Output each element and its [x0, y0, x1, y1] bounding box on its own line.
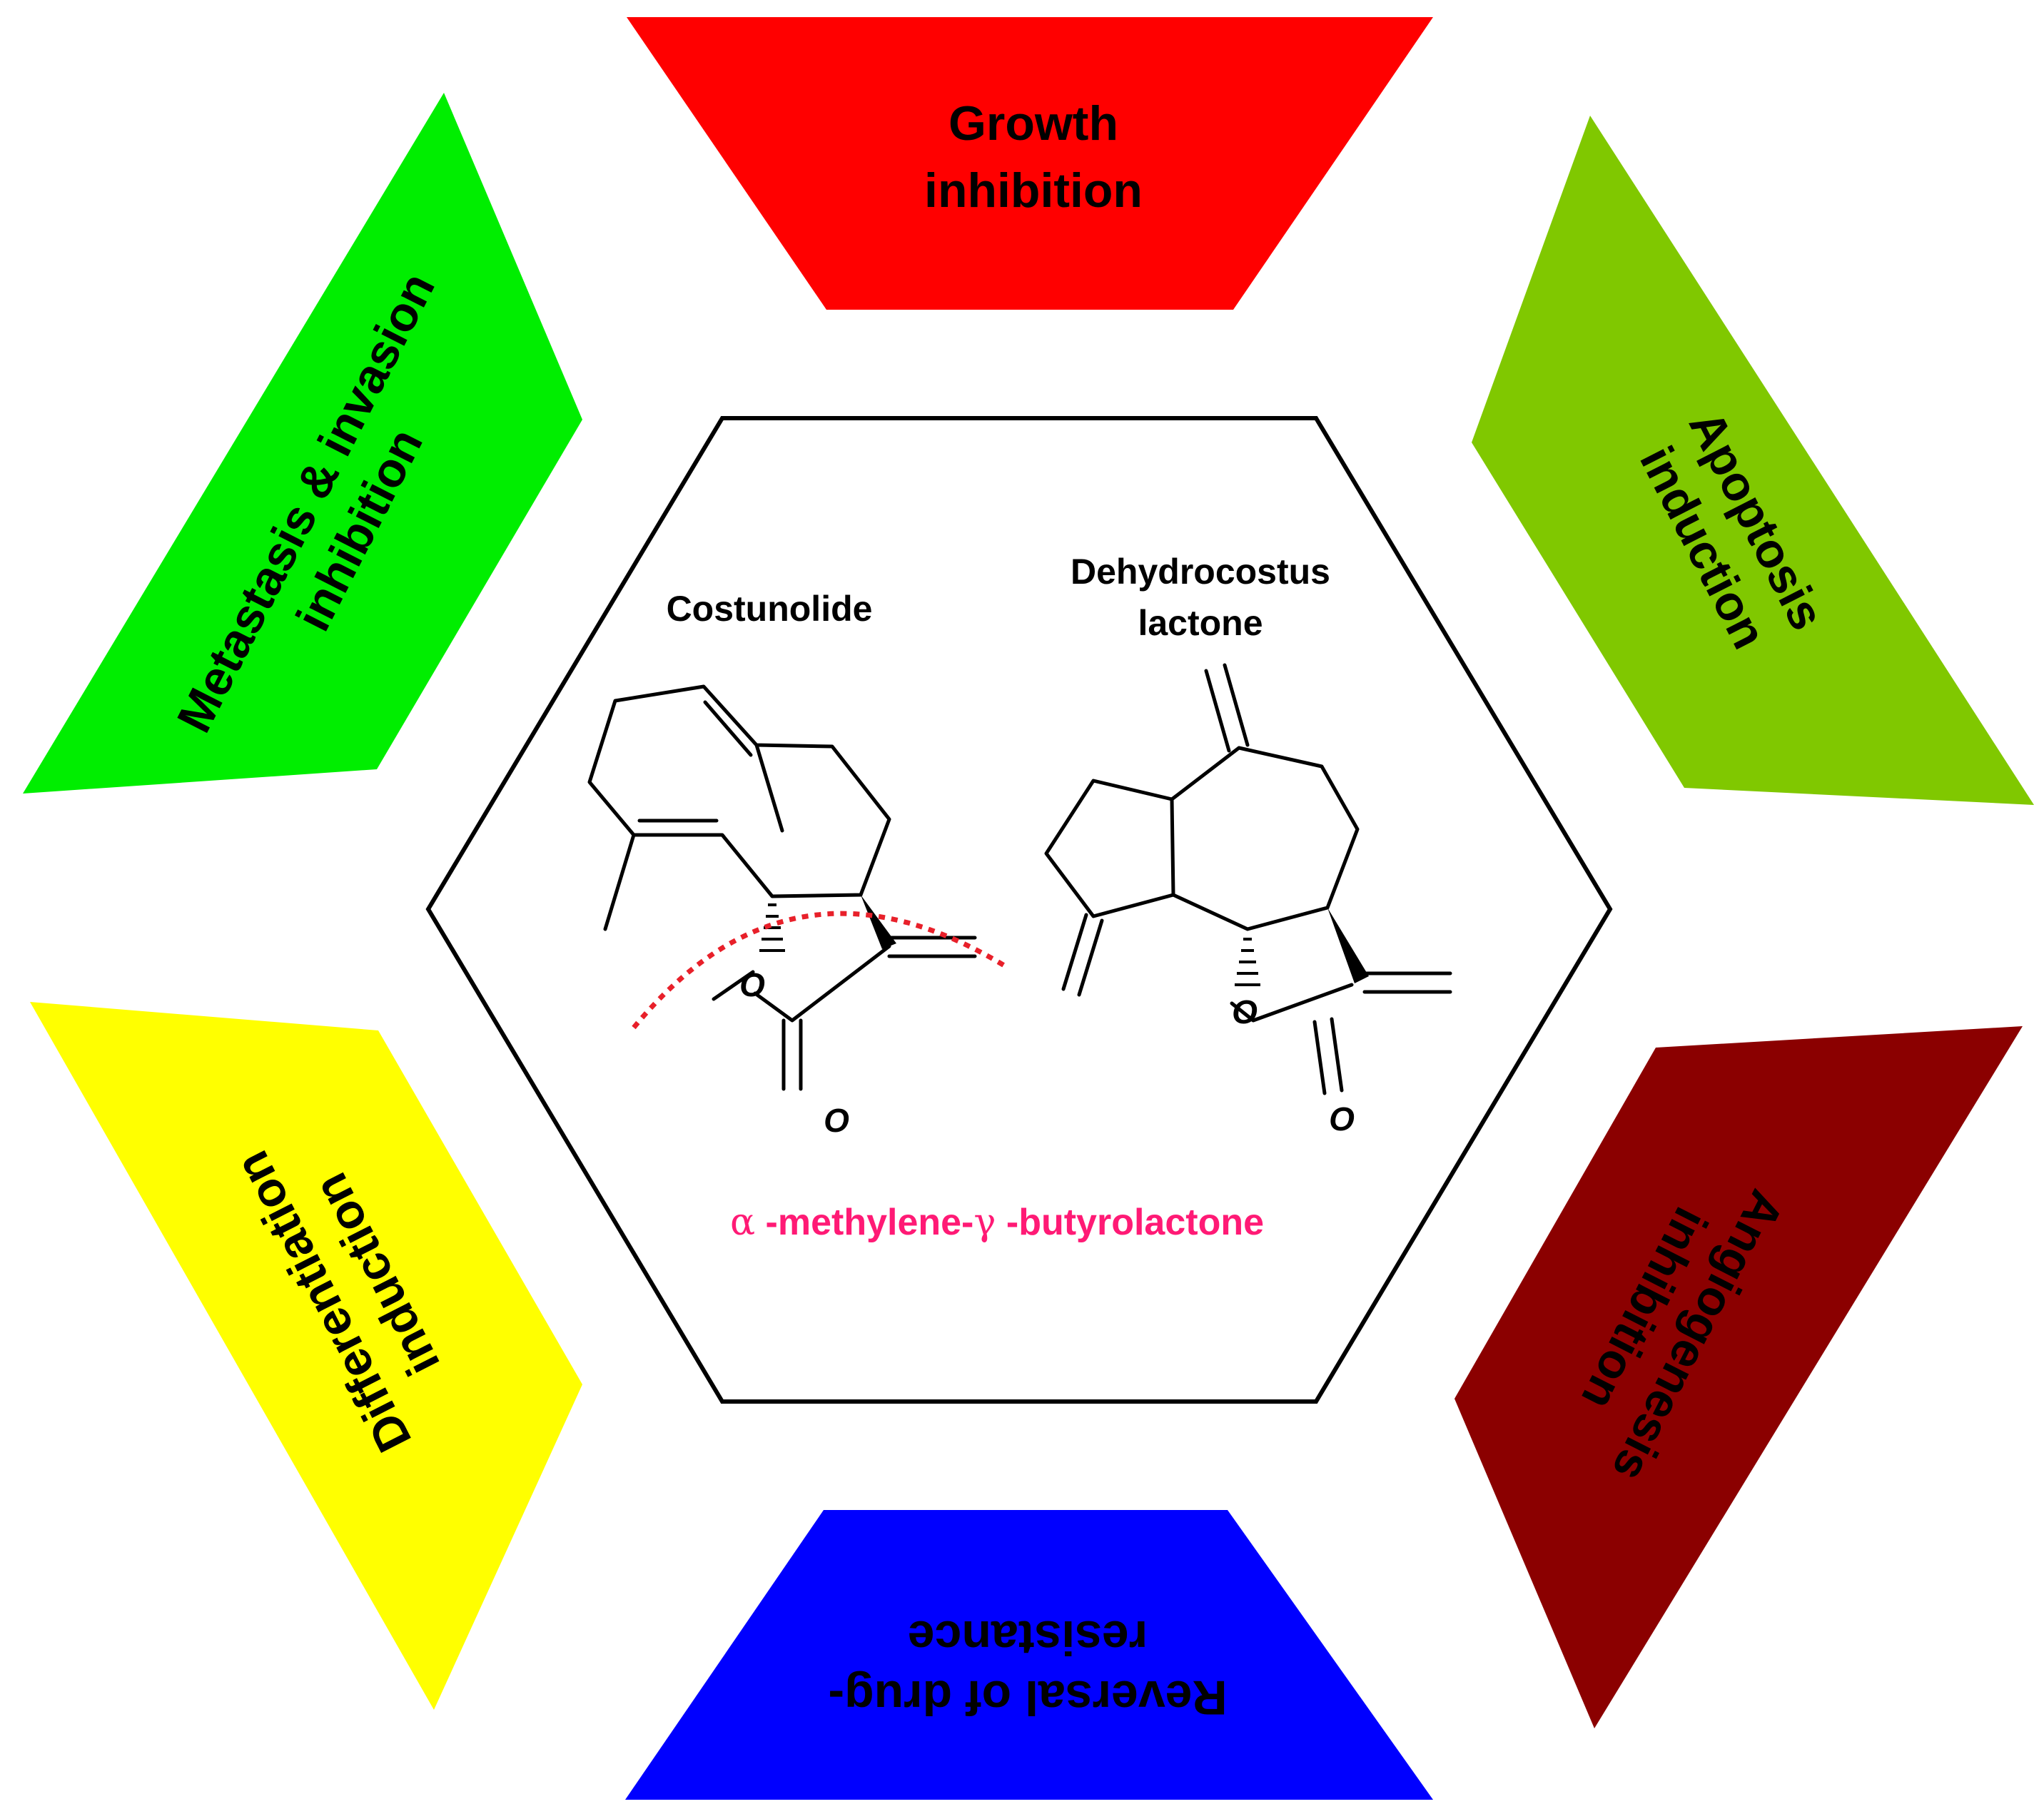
panel-angiogenesis-inhibition: Angiogenesis inhibition: [1454, 1026, 2023, 1728]
costunolide-bonds: [587, 684, 977, 1091]
costunolide-name: Costunolide: [667, 589, 873, 629]
costunolide-carbonyl-oxygen: O: [824, 1102, 849, 1139]
dehydrocostus-stereo-wedge: [1327, 908, 1369, 983]
dehydrocostus-carbonyl-oxygen: O: [1329, 1100, 1355, 1137]
panel-reversal-of-drug-resistance: Reversal of drug- resistance: [625, 1510, 1433, 1800]
costunolide-ring-oxygen: O: [739, 966, 765, 1003]
panel-drug-resistance-line1: Reversal of drug-: [828, 1671, 1227, 1725]
panel-growth-line2: inhibition: [924, 163, 1143, 218]
costunolide-structure: Costunolide O O: [587, 589, 1009, 1139]
dehydrocostus-bonds: [1044, 663, 1452, 1095]
motif-text-2: -butyrolactone: [996, 1202, 1264, 1243]
motif-alpha: α: [730, 1201, 755, 1244]
dehydrocostus-lactone-structure: Dehydrocostus lactone O O: [1044, 552, 1452, 1137]
panel-apoptosis-induction: Apoptosis induction: [1472, 116, 2034, 805]
panel-differentiation-shape: [30, 1002, 582, 1710]
panel-metastasis-invasion-inhibition: Metastasis & invasion inhibition: [23, 93, 582, 794]
costunolide-stereo-wedge: [861, 895, 896, 949]
motif-text-1: -methylene-: [755, 1202, 973, 1243]
panel-growth-inhibition: Growth inhibition: [627, 17, 1433, 310]
panel-growth-line1: Growth: [948, 96, 1118, 151]
costunolide-stereo-hash: [759, 903, 785, 952]
dehydrocostus-ring-oxygen: O: [1232, 993, 1258, 1030]
panel-growth-shape: [627, 17, 1433, 310]
panel-differentiation-induction: Differentiation induction: [30, 1002, 582, 1710]
center-hexagon: [425, 416, 1613, 1404]
alpha-methylene-gamma-butyrolactone-label: α -methylene-γ -butyrolactone: [730, 1201, 1264, 1244]
dehydrocostus-name-line1: Dehydrocostus: [1071, 552, 1330, 592]
dehydrocostus-name-line2: lactone: [1138, 603, 1263, 643]
panel-drug-resistance-shape: [625, 1510, 1433, 1800]
lactone-highlight-arc: [632, 911, 1009, 1030]
panel-metastasis-shape: [23, 93, 582, 794]
motif-gamma: γ: [973, 1201, 996, 1244]
panel-angiogenesis-shape: [1454, 1026, 2023, 1728]
panel-apoptosis-shape: [1472, 116, 2034, 805]
dehydrocostus-stereo-hash: [1235, 938, 1260, 986]
panel-drug-resistance-line2: resistance: [908, 1611, 1148, 1665]
